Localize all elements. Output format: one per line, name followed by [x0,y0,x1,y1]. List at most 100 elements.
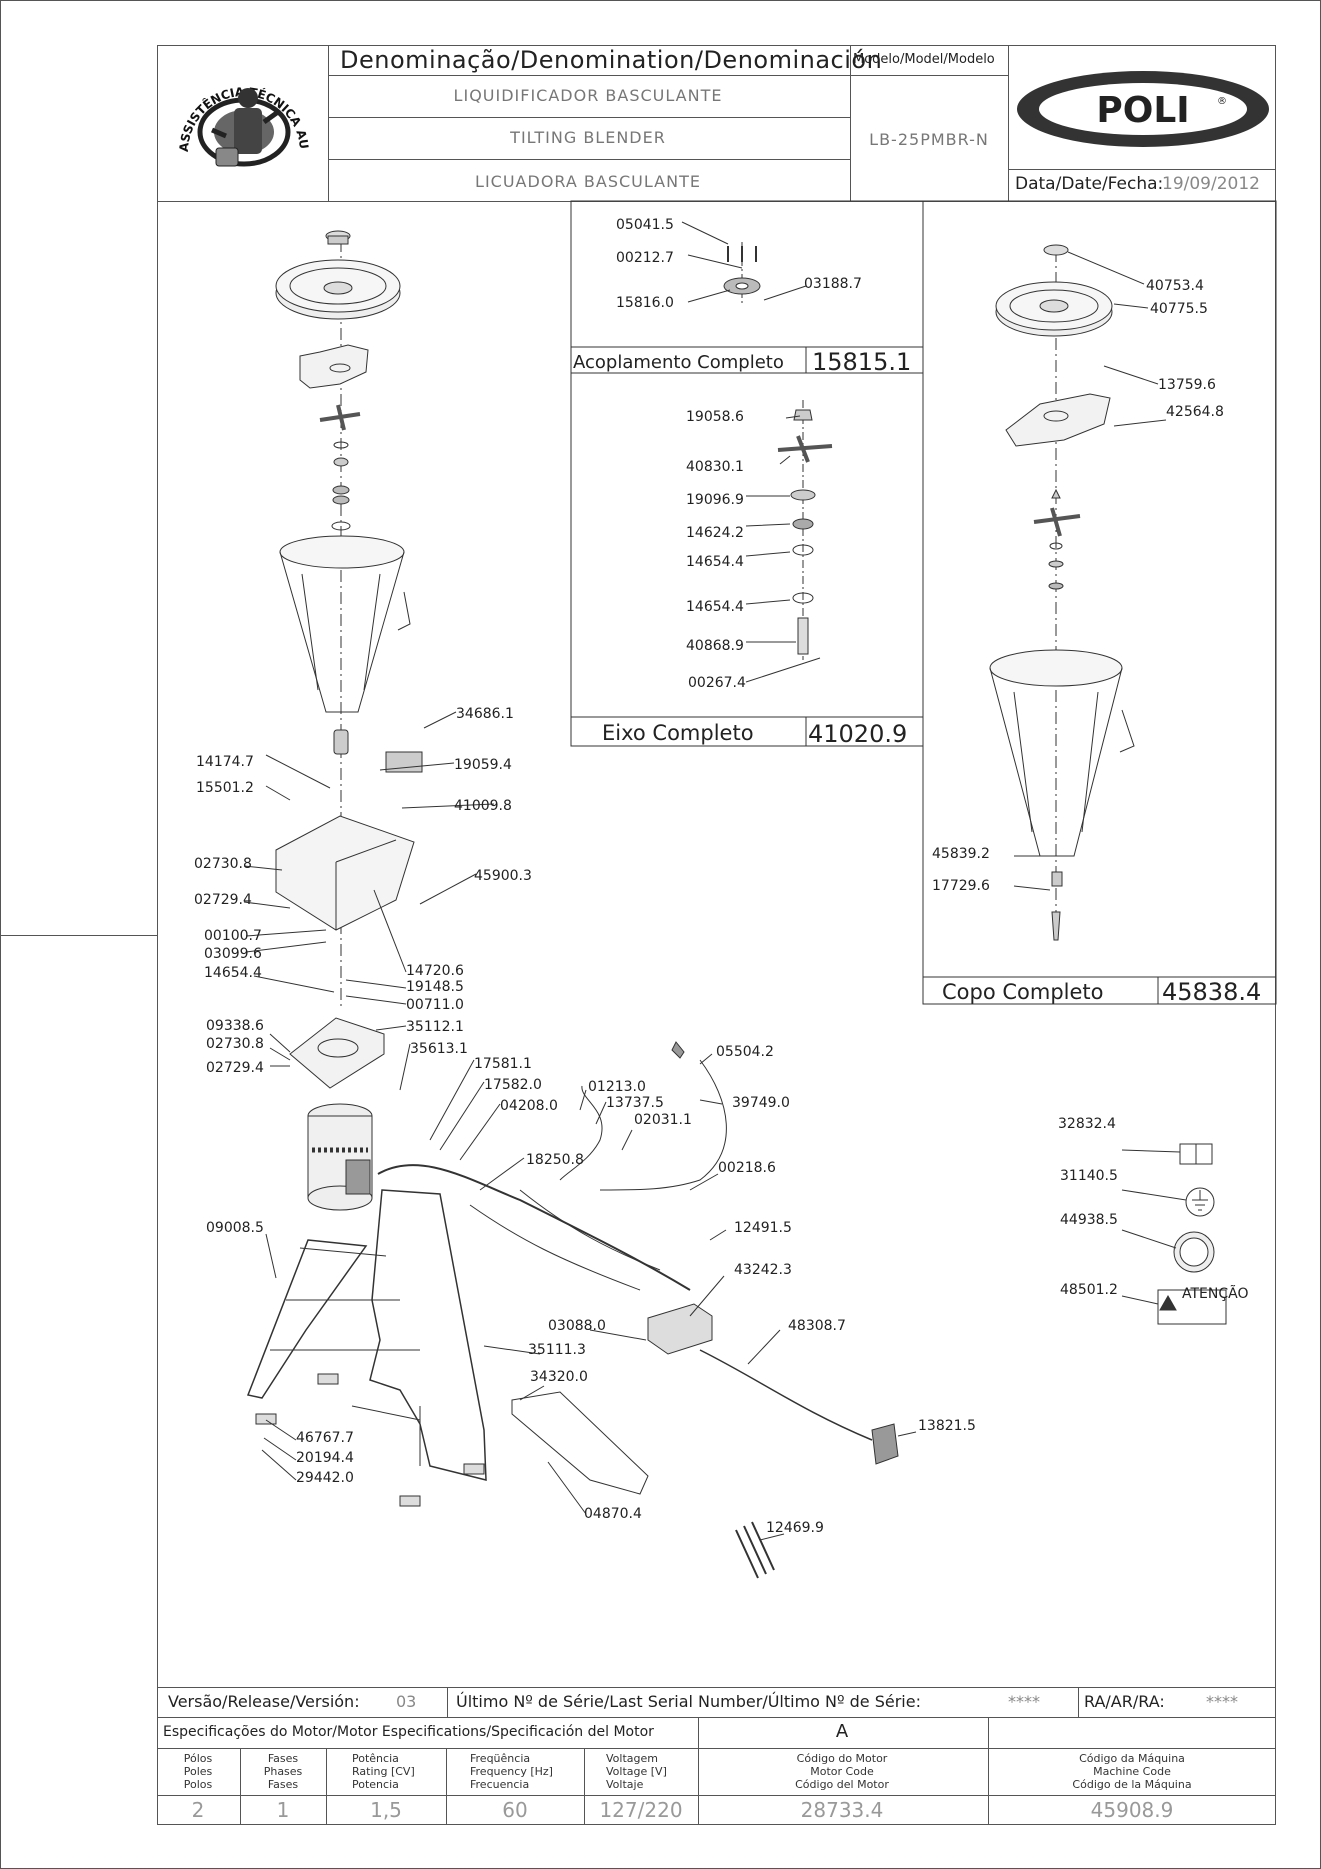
ra-value: **** [1206,1692,1238,1711]
part-label: 34686.1 [456,706,514,722]
shaft-title: Eixo Completo [602,721,754,745]
product-name-en: TILTING BLENDER [510,128,666,147]
part-label: 12469.9 [766,1520,824,1536]
part-label: 32832.4 [1058,1116,1116,1132]
part-label: 40775.5 [1150,301,1208,317]
part-label: 34320.0 [530,1369,588,1385]
poli-brand-logo: POLI ® [1017,71,1269,147]
model-value: LB-25PMBR-N [869,130,989,149]
part-label: 00100.7 [204,928,262,944]
serial-label: Último Nº de Série/Last Serial Number/Úl… [456,1692,921,1711]
model-label: Modelo/Model/Modelo [853,52,995,67]
part-label: 19148.5 [406,979,464,995]
part-label: 00267.4 [688,675,746,691]
date-value: 19/09/2012 [1162,174,1260,194]
part-label: 43242.3 [734,1262,792,1278]
denomination-label: Denominação/Denomination/Denominación [340,46,883,74]
value-frequency: 60 [502,1798,528,1822]
brand-text: POLI [1096,90,1189,131]
part-label: 13821.5 [918,1418,976,1434]
part-label: 35112.1 [406,1019,464,1035]
part-label: 14624.2 [686,525,744,541]
part-label: 03088.0 [548,1318,606,1334]
part-label: 13737.5 [606,1095,664,1111]
part-label: 02730.8 [206,1036,264,1052]
part-label: 05041.5 [616,217,674,233]
part-label: 09338.6 [206,1018,264,1034]
part-label: 09008.5 [206,1220,264,1236]
part-label: 40753.4 [1146,278,1204,294]
part-label: 31140.5 [1060,1168,1118,1184]
shaft-code: 41020.9 [808,720,907,748]
part-label: 41009.8 [454,798,512,814]
part-label: 01213.0 [588,1079,646,1095]
part-label: 48501.2 [1060,1282,1118,1298]
part-label: 42564.8 [1166,404,1224,420]
value-phases: 1 [276,1798,290,1822]
part-label: 14654.4 [686,554,744,570]
technical-assistance-logo: ASSISTÊNCIA TÉCNICA AUTORIZADA [168,52,311,167]
coupling-title: Acoplamento Completo [573,352,784,373]
part-label: 15501.2 [196,780,254,796]
cup-code: 45838.4 [1162,978,1261,1006]
warning-sticker-text: ATENÇÃO [1182,1285,1249,1302]
part-label: 00212.7 [616,250,674,266]
part-label: 48308.7 [788,1318,846,1334]
part-label: 45839.2 [932,846,990,862]
part-label: 17729.6 [932,878,990,894]
part-label: 14720.6 [406,963,464,979]
part-label: 40868.9 [686,638,744,654]
coupling-code: 15815.1 [812,348,911,376]
serial-value: **** [1008,1692,1040,1711]
part-label: 17582.0 [484,1077,542,1093]
version-label: Versão/Release/Versión: [168,1692,360,1711]
value-machine-code: 45908.9 [1090,1798,1174,1822]
part-label: 15816.0 [616,295,674,311]
part-label: 00711.0 [406,997,464,1013]
part-label: 14654.4 [204,965,262,981]
part-label: 13759.6 [1158,377,1216,393]
product-name-es: LICUADORA BASCULANTE [475,172,701,191]
part-label: 39749.0 [732,1095,790,1111]
part-label: 02031.1 [634,1112,692,1128]
svg-text:®: ® [1217,96,1227,107]
part-label: 05504.2 [716,1044,774,1060]
part-label: 35613.1 [410,1041,468,1057]
cup-title: Copo Completo [942,980,1104,1004]
part-label: 44938.5 [1060,1212,1118,1228]
left-margin-tick [0,935,157,936]
part-label: 03099.6 [204,946,262,962]
part-label: 29442.0 [296,1470,354,1486]
part-label: 19058.6 [686,409,744,425]
part-label: 04208.0 [500,1098,558,1114]
part-label: 03188.7 [804,276,862,292]
value-motor-code: 28733.4 [800,1798,884,1822]
cup-assembly-box [922,200,1277,1005]
part-label: 40830.1 [686,459,744,475]
part-label: 17581.1 [474,1056,532,1072]
part-label: 02730.8 [194,856,252,872]
value-voltage: 127/220 [599,1798,683,1822]
motor-spec-label: Especificações do Motor/Motor Especifica… [163,1724,654,1740]
part-label: 02729.4 [206,1060,264,1076]
part-label: 18250.8 [526,1152,584,1168]
part-label: 45900.3 [474,868,532,884]
part-label: 14654.4 [686,599,744,615]
value-poles: 2 [191,1798,205,1822]
part-label: 14174.7 [196,754,254,770]
part-label: 19059.4 [454,757,512,773]
value-rating: 1,5 [370,1798,402,1822]
part-label: 35111.3 [528,1342,586,1358]
part-label: 02729.4 [194,892,252,908]
part-label: 04870.4 [584,1506,642,1522]
part-label: 12491.5 [734,1220,792,1236]
product-name-pt: LIQUIDIFICADOR BASCULANTE [453,86,723,105]
part-label: 46767.7 [296,1430,354,1446]
part-label: 20194.4 [296,1450,354,1466]
